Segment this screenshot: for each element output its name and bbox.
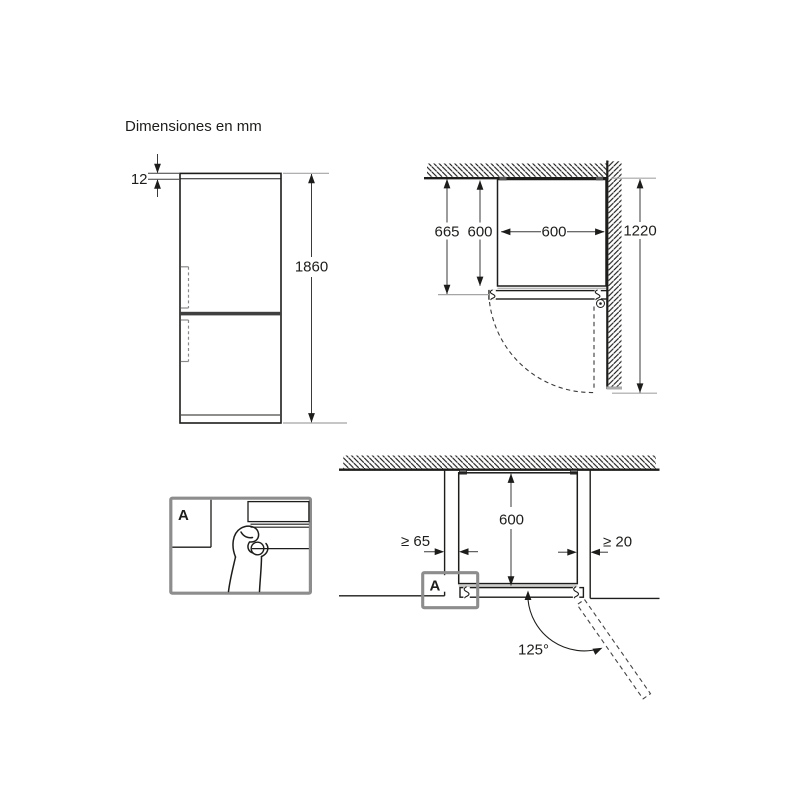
hand-illustration: [227, 525, 269, 593]
dim-width: 600: [500, 224, 605, 241]
dim-open-clearance: 1220: [611, 177, 657, 394]
dim-top-clearance: 12: [131, 154, 179, 197]
niche-wall-hatch: [343, 455, 656, 470]
wall-right-hatch: [607, 161, 622, 388]
dim-label-niche-600: 600: [499, 512, 524, 529]
appliance-body-niche: [457, 472, 579, 585]
door-break-left: [489, 289, 496, 301]
dim-label-1860: 1860: [295, 259, 328, 276]
cabinet-right: [589, 469, 660, 600]
door-closed: [459, 586, 585, 598]
dim-label-ge65: ≥ 65: [401, 533, 430, 550]
hinge-pivot: [596, 299, 605, 308]
adjuster-knob: [250, 541, 265, 556]
hinge-pivot-dot: [599, 302, 602, 305]
dim-depth-body: 600: [467, 180, 493, 287]
door-handle-lower: [180, 319, 190, 363]
dim-niche-depth: 600: [499, 473, 524, 586]
door-closed: [488, 289, 609, 300]
detail-callout: A: [421, 571, 480, 610]
detail-callout-label: A: [430, 578, 441, 595]
spacer-left: [499, 176, 507, 181]
door-break-right: [572, 586, 580, 599]
door-divider: [180, 311, 281, 316]
door-break-right: [594, 289, 601, 301]
spacer-right: [570, 469, 578, 475]
niche-view: 600 ≥ 65 ≥ 20 125°: [339, 455, 660, 700]
cabinet-left: [339, 469, 446, 597]
spacer-right: [596, 176, 603, 181]
appliance-body-top: [496, 178, 607, 287]
door-handle-upper: [180, 266, 190, 309]
dim-label-ge20: ≥ 20: [603, 534, 632, 551]
page-title: Dimensiones en mm: [125, 118, 262, 135]
door-break-left: [463, 586, 470, 599]
front-view: 12 1860: [131, 154, 347, 424]
fridge-body: [179, 172, 282, 424]
dim-height: 1860: [283, 172, 347, 424]
top-view: 665 600 600 1220: [424, 160, 657, 394]
dim-label-600-depth: 600: [467, 224, 492, 241]
detail-frame: [169, 496, 313, 595]
spacer-left: [459, 469, 467, 475]
door-open-dashed: [576, 598, 652, 700]
wall-top-hatch: [427, 163, 608, 178]
wall-right-end: [606, 386, 622, 390]
door-angle: 125°: [518, 590, 604, 659]
detail-cabinet-part: [247, 500, 310, 523]
dim-clearance-left: ≥ 65: [401, 533, 478, 556]
detail-view: A: [169, 496, 313, 595]
dim-label-1220: 1220: [623, 223, 656, 240]
dim-label-12: 12: [131, 171, 148, 188]
dim-depth-total: 665: [434, 178, 489, 296]
dim-clearance-right: ≥ 20: [558, 534, 632, 556]
dim-label-665: 665: [434, 224, 459, 241]
detail-label: A: [178, 507, 189, 524]
dim-label-600-width: 600: [541, 224, 566, 241]
dim-label-125deg: 125°: [518, 642, 549, 659]
door-swing-arc: [488, 301, 595, 394]
